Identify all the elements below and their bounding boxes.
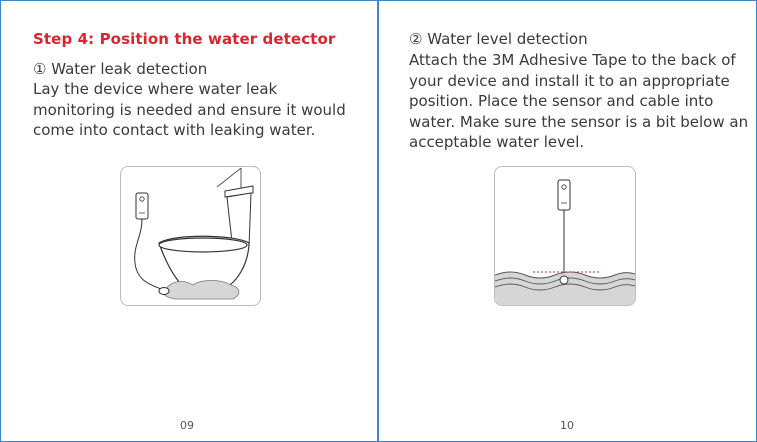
page-right: ② Water level detection Attach the 3M Ad… bbox=[379, 0, 757, 442]
water-level-sensor-icon bbox=[495, 179, 635, 305]
page-number: 09 bbox=[180, 419, 194, 432]
section-heading-leak: ① Water leak detection bbox=[33, 60, 208, 78]
page-number: 10 bbox=[560, 419, 574, 432]
toilet-detector-illustration bbox=[120, 166, 261, 306]
body-text-level: Attach the 3M Adhesive Tape to the back … bbox=[409, 51, 749, 151]
page-divider bbox=[377, 0, 379, 442]
water-level-illustration bbox=[494, 166, 636, 306]
section-heading-level: ② Water level detection bbox=[409, 30, 588, 48]
page-left: Step 4: Position the water detector ① Wa… bbox=[0, 0, 377, 442]
step-title: Step 4: Position the water detector bbox=[33, 30, 336, 48]
toilet-illustration-icon bbox=[134, 167, 254, 300]
body-text-leak: Lay the device where water leak monitori… bbox=[33, 80, 346, 139]
